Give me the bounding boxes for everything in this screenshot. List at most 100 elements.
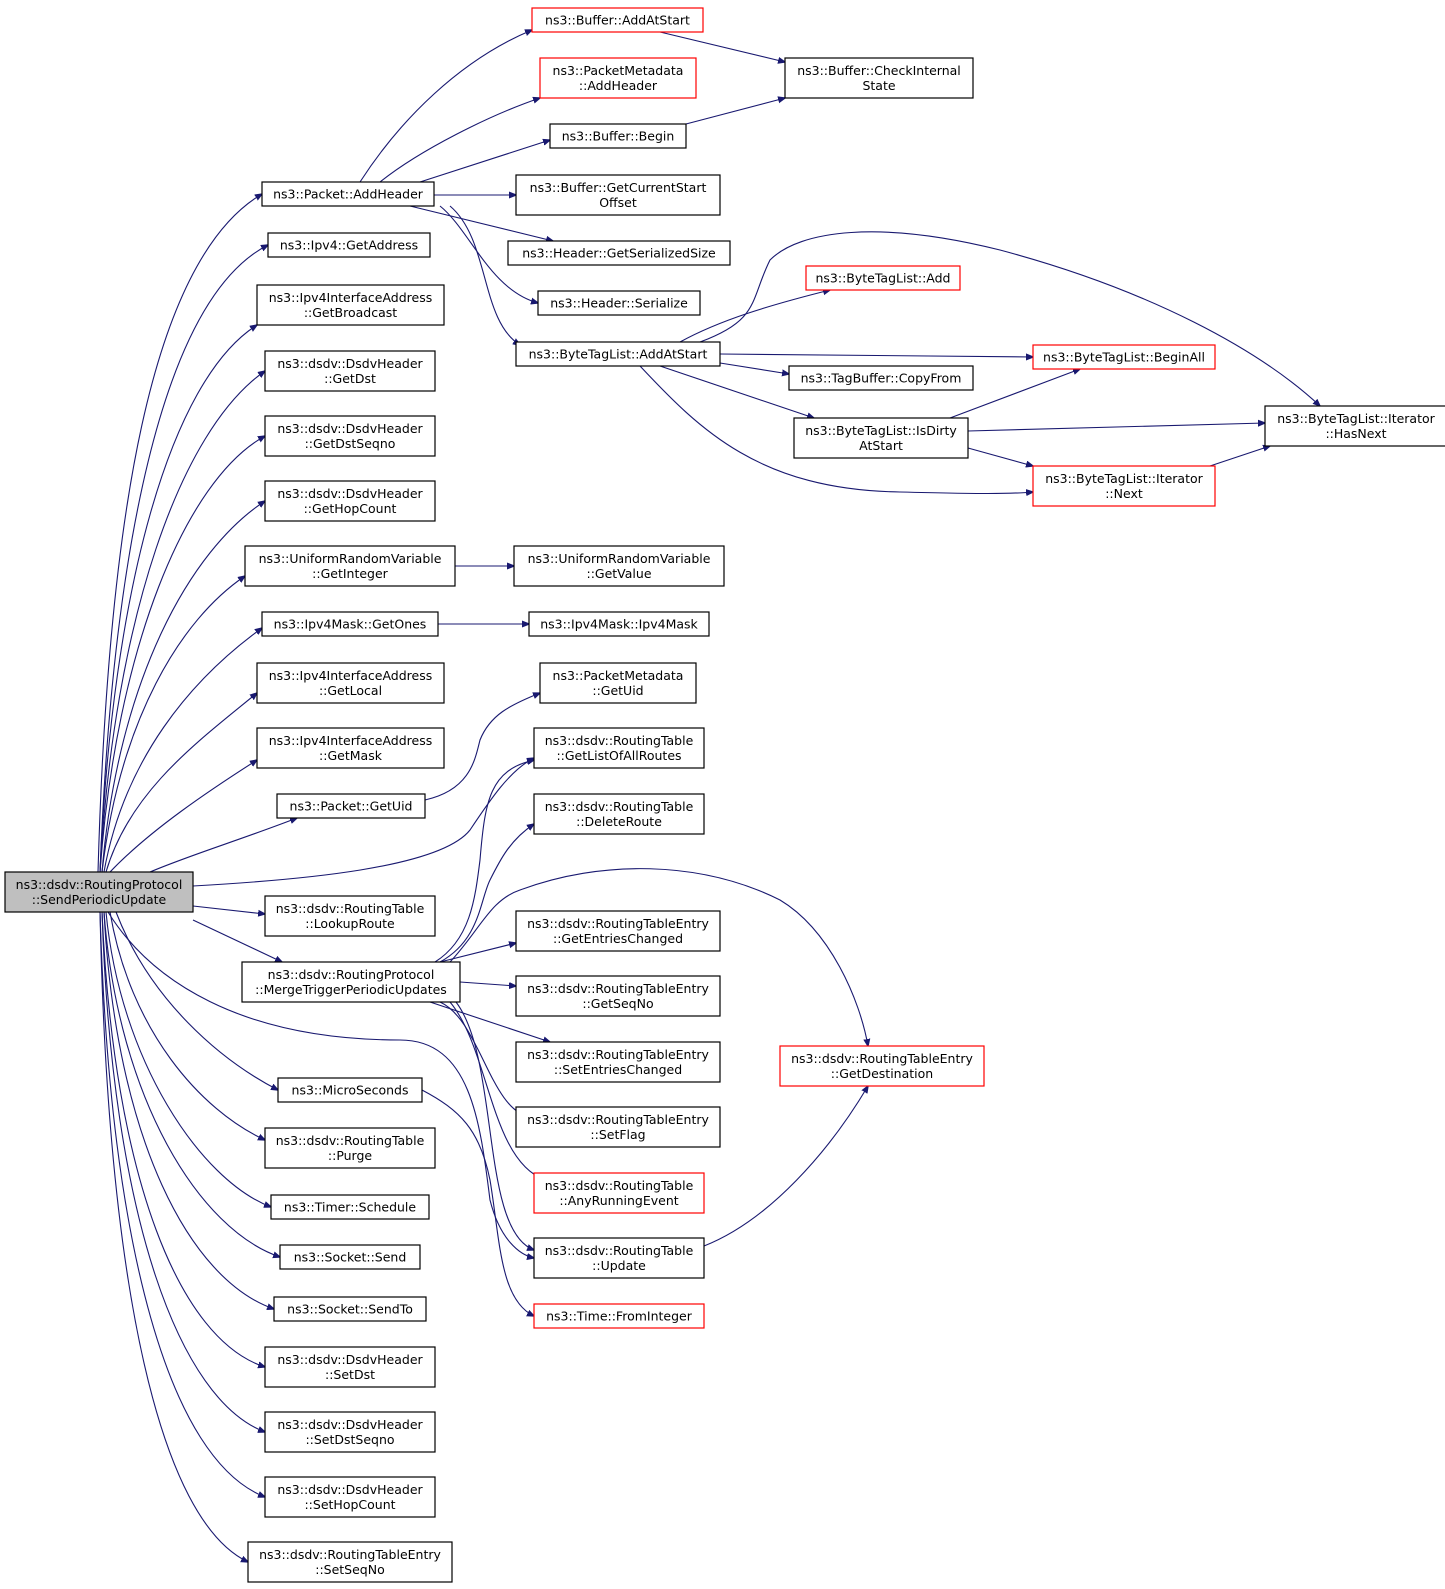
node-ifaddr-getmask[interactable]: ns3::Ipv4InterfaceAddress::GetMask	[256, 727, 445, 769]
node-box	[279, 1244, 421, 1270]
node-pkt-addheader[interactable]: ns3::Packet::AddHeader	[261, 181, 435, 207]
node-ifaddr-getbroadcast[interactable]: ns3::Ipv4InterfaceAddress::GetBroadcast	[256, 284, 445, 326]
node-label: ::Update	[592, 1258, 646, 1273]
node-rp-merge[interactable]: ns3::dsdv::RoutingProtocol::MergeTrigger…	[241, 961, 461, 1003]
node-dsdvh-setdst[interactable]: ns3::dsdv::DsdvHeader::SetDst	[264, 1346, 436, 1388]
node-timer-schedule[interactable]: ns3::Timer::Schedule	[270, 1194, 430, 1220]
node-label: ::HasNext	[1325, 426, 1386, 441]
node-btl-addatstart[interactable]: ns3::ByteTagList::AddAtStart	[515, 341, 721, 367]
node-time-frominteger[interactable]: ns3::Time::FromInteger	[533, 1303, 705, 1329]
node-rt-purge[interactable]: ns3::dsdv::RoutingTable::Purge	[264, 1127, 436, 1169]
node-label: ::GetSeqNo	[582, 996, 653, 1011]
node-dsdvh-sethopcount[interactable]: ns3::dsdv::DsdvHeader::SetHopCount	[264, 1476, 436, 1518]
node-label: ns3::dsdv::RoutingTable	[276, 1133, 425, 1148]
node-rte-getseqno[interactable]: ns3::dsdv::RoutingTableEntry::GetSeqNo	[515, 975, 721, 1017]
node-tagbuf-copyfrom[interactable]: ns3::TagBuffer::CopyFrom	[788, 365, 974, 391]
node-hdr-serialize[interactable]: ns3::Header::Serialize	[537, 290, 701, 316]
node-btl-iter-hasnext[interactable]: ns3::ByteTagList::Iterator::HasNext	[1264, 405, 1445, 447]
node-microseconds[interactable]: ns3::MicroSeconds	[277, 1077, 423, 1103]
node-label: ns3::dsdv::RoutingTableEntry	[527, 916, 709, 931]
node-ipv4-getaddress[interactable]: ns3::Ipv4::GetAddress	[267, 232, 431, 258]
node-rte-setentrieschanged[interactable]: ns3::dsdv::RoutingTableEntry::SetEntries…	[515, 1041, 721, 1083]
node-label: ::GetHopCount	[304, 501, 397, 516]
node-box	[261, 611, 439, 637]
node-rt-anyrunningevent[interactable]: ns3::dsdv::RoutingTable::AnyRunningEvent	[533, 1172, 705, 1214]
node-rt-lookuproute[interactable]: ns3::dsdv::RoutingTable::LookupRoute	[264, 895, 436, 937]
node-btl-beginall[interactable]: ns3::ByteTagList::BeginAll	[1032, 344, 1216, 370]
edge-pkt_addheader-to-btl_addatstart	[449, 205, 520, 345]
node-box	[1032, 344, 1216, 370]
node-pm-getuid[interactable]: ns3::PacketMetadata::GetUid	[539, 662, 697, 704]
node-box	[531, 7, 704, 33]
node-mask-ipv4mask[interactable]: ns3::Ipv4Mask::Ipv4Mask	[528, 611, 710, 637]
node-label: ::SetDst	[325, 1367, 375, 1382]
node-box	[256, 662, 445, 704]
node-socket-sendto[interactable]: ns3::Socket::SendTo	[273, 1296, 427, 1322]
node-mask-getones[interactable]: ns3::Ipv4Mask::GetOnes	[261, 611, 439, 637]
node-buf-addatstart[interactable]: ns3::Buffer::AddAtStart	[531, 7, 704, 33]
node-label: ns3::dsdv::RoutingTableEntry	[791, 1051, 973, 1066]
edge-rp_merge-to-rte_getdestination	[449, 868, 868, 1046]
node-label: ns3::dsdv::RoutingTable	[545, 1178, 694, 1193]
node-urv-getvalue[interactable]: ns3::UniformRandomVariable::GetValue	[513, 545, 725, 587]
node-pkt-getuid[interactable]: ns3::Packet::GetUid	[276, 793, 426, 819]
node-rte-getentrieschanged[interactable]: ns3::dsdv::RoutingTableEntry::GetEntries…	[515, 910, 721, 952]
node-rt-getlistofallroutes[interactable]: ns3::dsdv::RoutingTable::GetListOfAllRou…	[533, 727, 705, 769]
node-label: ns3::dsdv::RoutingTableEntry	[259, 1547, 441, 1562]
node-ifaddr-getlocal[interactable]: ns3::Ipv4InterfaceAddress::GetLocal	[256, 662, 445, 704]
node-box	[241, 961, 461, 1003]
node-rte-getdestination[interactable]: ns3::dsdv::RoutingTableEntry::GetDestina…	[779, 1045, 985, 1087]
node-box	[247, 1541, 453, 1583]
node-dsdvh-gethopcount[interactable]: ns3::dsdv::DsdvHeader::GetHopCount	[264, 480, 436, 522]
node-label: ns3::MicroSeconds	[292, 1083, 409, 1098]
node-box	[1264, 405, 1445, 447]
edge-btl_addatstart-to-btl_beginall	[719, 354, 1033, 357]
node-label: ns3::ByteTagList::BeginAll	[1043, 350, 1205, 365]
node-box	[261, 181, 435, 207]
node-urv-getinteger[interactable]: ns3::UniformRandomVariable::GetInteger	[244, 545, 456, 587]
node-rte-setflag[interactable]: ns3::dsdv::RoutingTableEntry::SetFlag	[515, 1106, 721, 1148]
node-box	[793, 417, 969, 459]
node-box	[276, 793, 426, 819]
node-box	[1032, 465, 1216, 507]
node-dsdvh-getdstseqno[interactable]: ns3::dsdv::DsdvHeader::GetDstSeqno	[264, 415, 436, 457]
node-label: ::MergeTriggerPeriodicUpdates	[255, 982, 447, 997]
node-rte-setseqno[interactable]: ns3::dsdv::RoutingTableEntry::SetSeqNo	[247, 1541, 453, 1583]
edge-rp_merge-to-rt_anyrunningevent	[449, 1001, 545, 1180]
node-label: ns3::Timer::Schedule	[284, 1200, 416, 1215]
node-box	[267, 232, 431, 258]
node-dsdvh-getdst[interactable]: ns3::dsdv::DsdvHeader::GetDst	[264, 350, 436, 392]
node-btl-iter-next[interactable]: ns3::ByteTagList::Iterator::Next	[1032, 465, 1216, 507]
node-label: ns3::dsdv::RoutingTable	[545, 733, 694, 748]
node-box	[537, 290, 701, 316]
node-label: ns3::dsdv::DsdvHeader	[277, 421, 423, 436]
node-label: ::Next	[1105, 486, 1143, 501]
node-label: ::GetUid	[592, 683, 643, 698]
edge-pkt_addheader-to-buf_begin	[419, 140, 550, 183]
node-box	[515, 910, 721, 952]
node-label: ::SendPeriodicUpdate	[32, 892, 167, 907]
node-rt-deleteroute[interactable]: ns3::dsdv::RoutingTable::DeleteRoute	[533, 793, 705, 835]
call-edges	[97, 30, 1320, 1562]
node-box	[528, 611, 710, 637]
node-label: ns3::dsdv::DsdvHeader	[277, 486, 423, 501]
node-label: ::SetDstSeqno	[305, 1432, 394, 1447]
edge-rp_merge-to-rt_deleteroute	[439, 824, 534, 963]
node-label: ::AnyRunningEvent	[559, 1193, 678, 1208]
edge-root-to-rt_update	[107, 911, 534, 1258]
edge-pkt_addheader-to-pm_addheader	[379, 98, 540, 183]
node-label: ns3::Ipv4::GetAddress	[280, 238, 418, 253]
node-label: ::SetHopCount	[304, 1497, 395, 1512]
node-label: ::GetDst	[324, 371, 376, 386]
node-socket-send[interactable]: ns3::Socket::Send	[279, 1244, 421, 1270]
node-hdr-getserializedsize[interactable]: ns3::Header::GetSerializedSize	[507, 240, 731, 266]
node-btl-add[interactable]: ns3::ByteTagList::Add	[805, 265, 961, 291]
node-dsdvh-setdstseqno[interactable]: ns3::dsdv::DsdvHeader::SetDstSeqno	[264, 1411, 436, 1453]
node-rt-update[interactable]: ns3::dsdv::RoutingTable::Update	[533, 1237, 705, 1279]
node-pm-addheader[interactable]: ns3::PacketMetadata::AddHeader	[539, 57, 697, 99]
node-buf-begin[interactable]: ns3::Buffer::Begin	[549, 123, 687, 149]
edge-root-to-microseconds	[115, 911, 278, 1090]
